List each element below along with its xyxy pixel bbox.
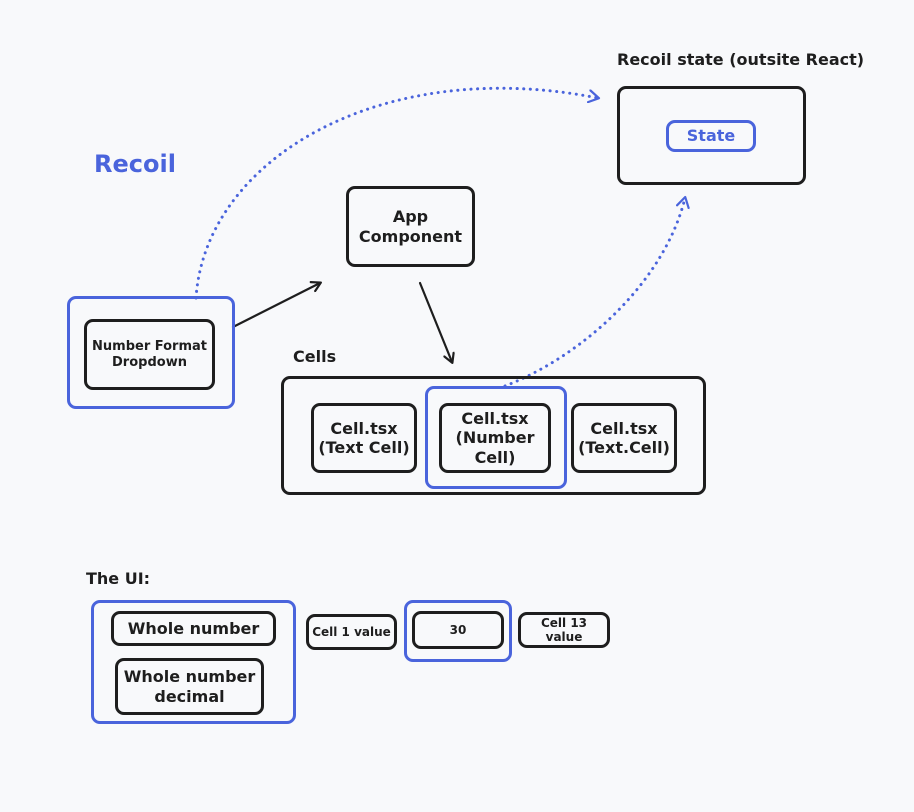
state-node: State [666,120,756,152]
ui-option-whole-number-decimal[interactable]: Whole number decimal [115,658,264,715]
ui-cell-1[interactable]: Cell 1 value [306,614,397,650]
cells-group-label: Cells [293,347,337,366]
ui-cell-number[interactable]: 30 [412,611,504,649]
number-cell-node: Cell.tsx (Number Cell) [439,403,551,473]
ui-section-label: The UI: [86,569,151,588]
recoil-state-container [617,86,806,185]
arrow-dropdown-to-app [231,283,320,329]
ui-cell-13[interactable]: Cell 13 value [518,612,610,648]
ui-option-whole-number[interactable]: Whole number [111,611,276,646]
ui-number-cell-highlight [404,600,512,662]
arrow-app-to-number-cell [418,281,452,362]
dotted-arrow-dropdown-to-state [194,86,598,300]
dotted-arrow-number-cell-to-state [503,198,685,388]
text-cell-node: Cell.tsx (Text Cell) [311,403,417,473]
dropdown-highlight [67,296,235,409]
diagram-title: Recoil [94,150,176,178]
state-container-label: Recoil state (outsite React) [617,50,865,69]
number-cell-highlight [425,386,567,489]
cells-group [281,376,706,495]
number-format-dropdown-node: Number Format Dropdown [84,319,215,390]
app-component-node: App Component [346,186,475,267]
text-cell-node-2: Cell.tsx (Text.Cell) [571,403,677,473]
ui-dropdown-highlight [91,600,296,724]
